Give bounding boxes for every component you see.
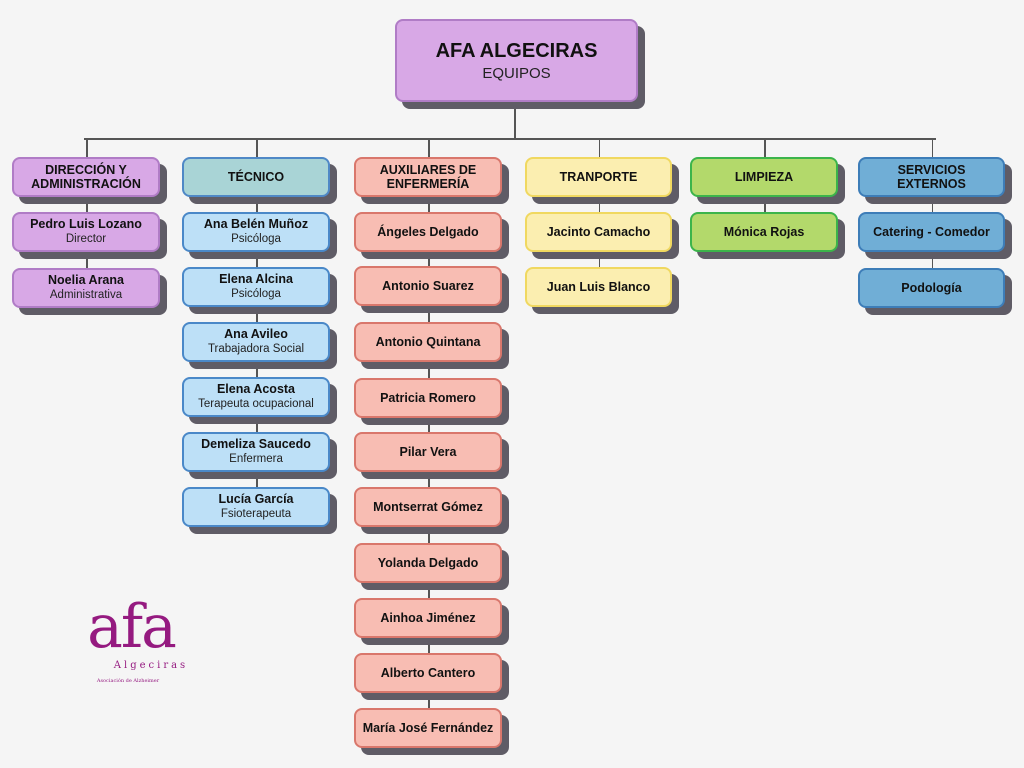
department-header: LIMPIEZA [690, 157, 838, 197]
member-card: Montserrat Gómez [354, 487, 502, 527]
member-name: Catering - Comedor [873, 224, 990, 239]
afa-logo: afa Algeciras Asociación de Alzheimer [66, 596, 196, 685]
member-role: Trabajadora Social [207, 343, 305, 355]
member-role: Administrativa [49, 289, 123, 301]
column-connector [931, 138, 933, 278]
member-name: Montserrat Gómez [373, 499, 483, 514]
member-card: Antonio Suarez [354, 266, 502, 306]
member-role: Psicóloga [231, 288, 281, 300]
member-name: Ana Avileo [224, 327, 288, 341]
member-name: Patricia Romero [380, 390, 476, 405]
logo-city: Algeciras [113, 660, 189, 671]
chart-title: AFA ALGECIRAS [435, 39, 598, 62]
horizontal-connector [84, 138, 936, 140]
member-role: Director [65, 233, 107, 245]
member-card: Antonio Quintana [354, 322, 502, 362]
column-connector [598, 138, 600, 277]
root-connector [514, 102, 516, 139]
member-name: Elena Acosta [216, 382, 296, 396]
member-name: Ángeles Delgado [377, 224, 479, 239]
column-connector [256, 138, 258, 497]
department-header: TRANPORTE [525, 157, 672, 197]
member-role: Terapeuta ocupacional [198, 398, 314, 410]
member-name: Pedro Luis Lozano [30, 217, 142, 231]
department-label: AUXILIARES DE ENFERMERÍA [379, 163, 477, 191]
department-label: TRANPORTE [559, 170, 638, 184]
member-card: Juan Luis Blanco [525, 267, 672, 307]
member-name: María José Fernández [362, 720, 494, 735]
logo-mark: afa [87, 592, 177, 662]
member-name: Yolanda Delgado [377, 555, 479, 570]
chart-subtitle: EQUIPOS [482, 64, 551, 82]
member-card: María José Fernández [354, 708, 502, 748]
member-name: Ana Belén Muñoz [203, 217, 309, 231]
column-connector [428, 138, 430, 718]
department-label: SERVICIOS EXTERNOS [897, 163, 966, 191]
column-connector [86, 138, 88, 278]
member-name: Demeliza Saucedo [201, 437, 311, 451]
department-label: LIMPIEZA [734, 170, 794, 184]
member-role: Enfermera [229, 453, 283, 465]
member-name: Antonio Quintana [375, 334, 481, 349]
member-name: Noelia Arana [48, 273, 124, 287]
member-card: Patricia Romero [354, 378, 502, 418]
member-card: Ángeles Delgado [354, 212, 502, 252]
member-role: Fsioterapeuta [220, 508, 292, 520]
member-card: Jacinto Camacho [525, 212, 672, 252]
member-name: Ainhoa Jiménez [380, 610, 476, 625]
member-name: Alberto Cantero [380, 665, 476, 680]
department-header: DIRECCIÓN Y ADMINISTRACIÓN [12, 157, 160, 197]
member-name: Antonio Suarez [382, 278, 474, 293]
member-card: Yolanda Delgado [354, 543, 502, 583]
department-header: TÉCNICO [182, 157, 330, 197]
member-name: Podología [901, 280, 962, 295]
member-name: Mónica Rojas [723, 224, 805, 239]
member-name: Lucía García [218, 492, 294, 506]
member-name: Juan Luis Blanco [546, 279, 651, 294]
member-card: Catering - Comedor [858, 212, 1005, 252]
member-card: Alberto Cantero [354, 653, 502, 693]
logo-tagline: Asociación de Alzheimer [96, 678, 160, 684]
member-card: Podología [858, 268, 1005, 308]
department-label: DIRECCIÓN Y ADMINISTRACIÓN [31, 163, 141, 191]
member-card: Pilar Vera [354, 432, 502, 472]
root-node: AFA ALGECIRAS EQUIPOS [395, 19, 638, 102]
department-label: TÉCNICO [227, 170, 285, 184]
member-card: Ainhoa Jiménez [354, 598, 502, 638]
member-name: Jacinto Camacho [546, 224, 651, 239]
member-card: Mónica Rojas [690, 212, 838, 252]
department-header: AUXILIARES DE ENFERMERÍA [354, 157, 502, 197]
department-header: SERVICIOS EXTERNOS [858, 157, 1005, 197]
member-name: Pilar Vera [399, 444, 457, 459]
member-name: Elena Alcina [219, 272, 293, 286]
member-role: Psicóloga [231, 233, 281, 245]
